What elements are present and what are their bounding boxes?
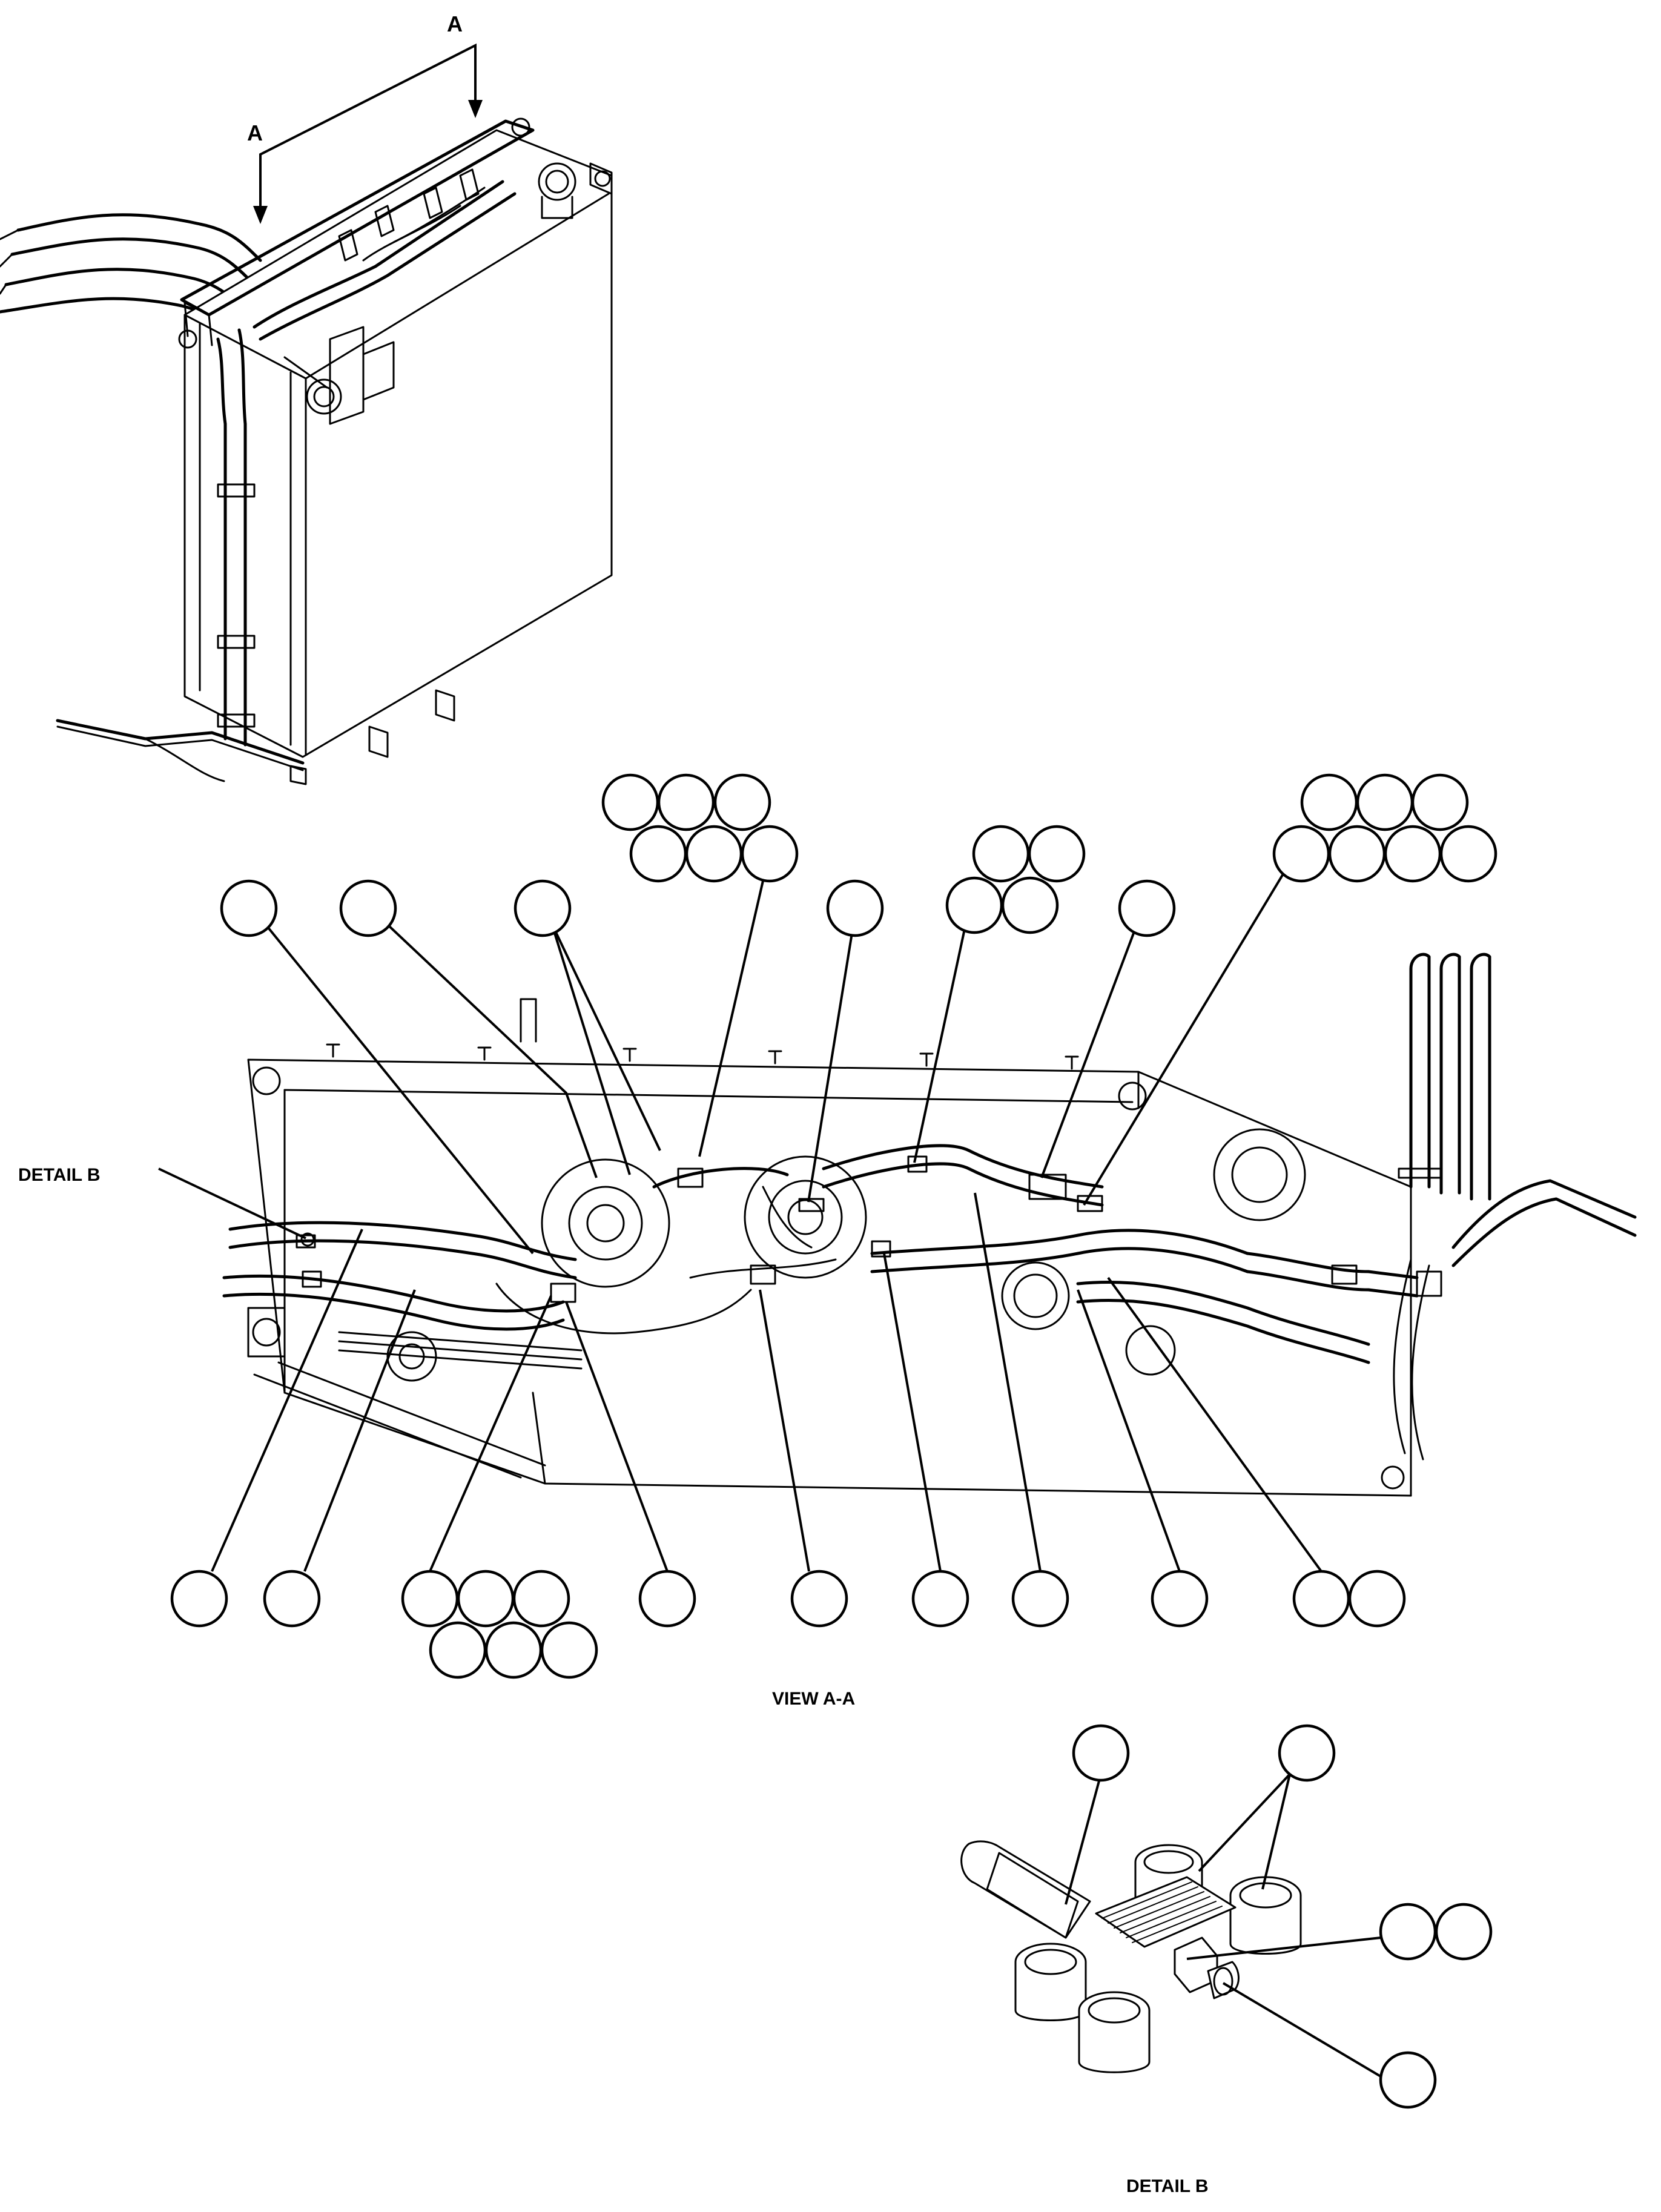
callout-group-top-right — [1272, 773, 1498, 883]
callout-bubble — [1379, 2051, 1437, 2109]
callout-pair-bottom-right — [1292, 1570, 1406, 1628]
detail-leader — [1261, 1774, 1291, 1890]
section-line — [259, 43, 477, 221]
detail-caption: DETAIL B — [1126, 2176, 1209, 2196]
callout-group-bottom-left — [401, 1570, 598, 1679]
section-arrow-left — [253, 206, 268, 224]
callout-singles-top — [220, 879, 1176, 937]
callout-bubble — [1379, 1903, 1437, 1961]
view-a-a: DETAIL B — [18, 773, 1637, 1709]
section-mark-label: A — [247, 121, 263, 145]
view-caption: VIEW A-A — [772, 1689, 855, 1709]
detail-leader — [1222, 1982, 1388, 2081]
callout-group-top-left — [601, 773, 799, 883]
detail-b: DETAIL B — [960, 1724, 1493, 2196]
callout-bubble — [1278, 1724, 1336, 1782]
cooler-isometric-view: A A — [0, 12, 613, 785]
callout-singles-bottom — [170, 1570, 1209, 1628]
section-arrow-right — [468, 100, 483, 118]
detail-leader — [1186, 1936, 1381, 1960]
callout-bubble — [1435, 1903, 1493, 1961]
leader-lines — [211, 859, 1323, 1573]
callout-group-top-middle — [945, 825, 1086, 934]
detail-leader — [1198, 1773, 1291, 1872]
detail-b-pointer-label: DETAIL B — [18, 1165, 101, 1185]
detail-b-pointer-line — [158, 1167, 306, 1240]
rail-bolts — [326, 998, 1079, 1070]
callout-bubble — [1072, 1724, 1130, 1782]
section-mark-label: A — [447, 12, 463, 36]
clamp-cylinders — [1014, 1844, 1302, 2073]
detail-leader — [1065, 1774, 1102, 1905]
